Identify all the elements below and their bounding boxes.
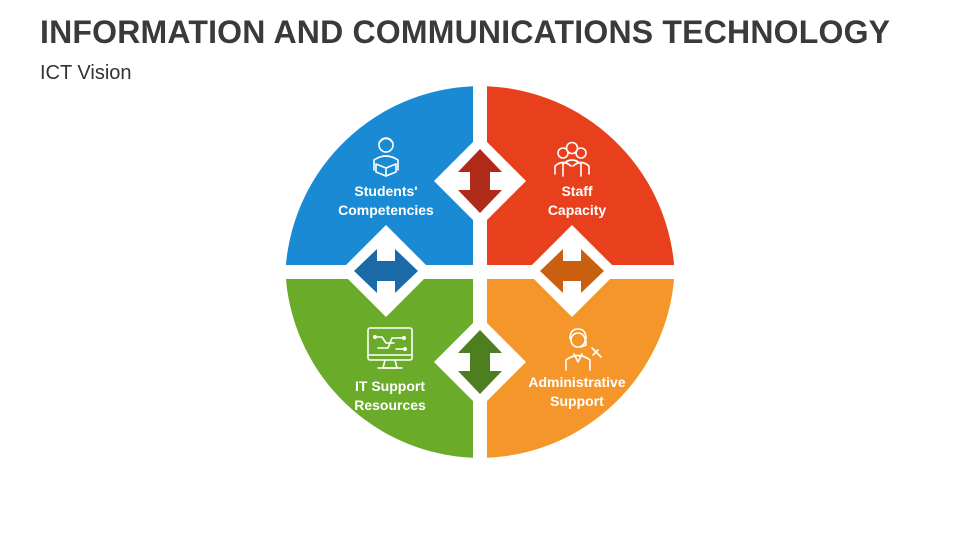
- label-admin-line1: Administrative: [528, 374, 625, 390]
- label-students-line1: Students': [354, 183, 417, 199]
- label-staff-line2: Capacity: [548, 202, 607, 218]
- quadrant-admin: [487, 279, 675, 458]
- double-arrow-bottom-icon: [458, 330, 502, 394]
- label-students-line2: Competencies: [338, 202, 434, 218]
- label-it-line2: Resources: [354, 397, 426, 413]
- student-reading-icon: [373, 137, 399, 177]
- label-admin-line2: Support: [550, 393, 604, 409]
- label-it-line1: IT Support: [355, 378, 425, 394]
- support-agent-icon: [565, 328, 602, 371]
- team-people-icon: [554, 141, 590, 177]
- label-staff-line1: Staff: [561, 183, 592, 199]
- double-arrow-left-icon: [354, 249, 418, 293]
- slide-title: INFORMATION AND COMMUNICATIONS TECHNOLOG…: [40, 14, 891, 50]
- quadrant-students: [285, 86, 473, 265]
- slide-subtitle: ICT Vision: [40, 62, 132, 84]
- computer-monitor-icon: [367, 327, 413, 369]
- double-arrow-right-icon: [540, 249, 604, 293]
- double-arrow-top-icon: [458, 149, 502, 213]
